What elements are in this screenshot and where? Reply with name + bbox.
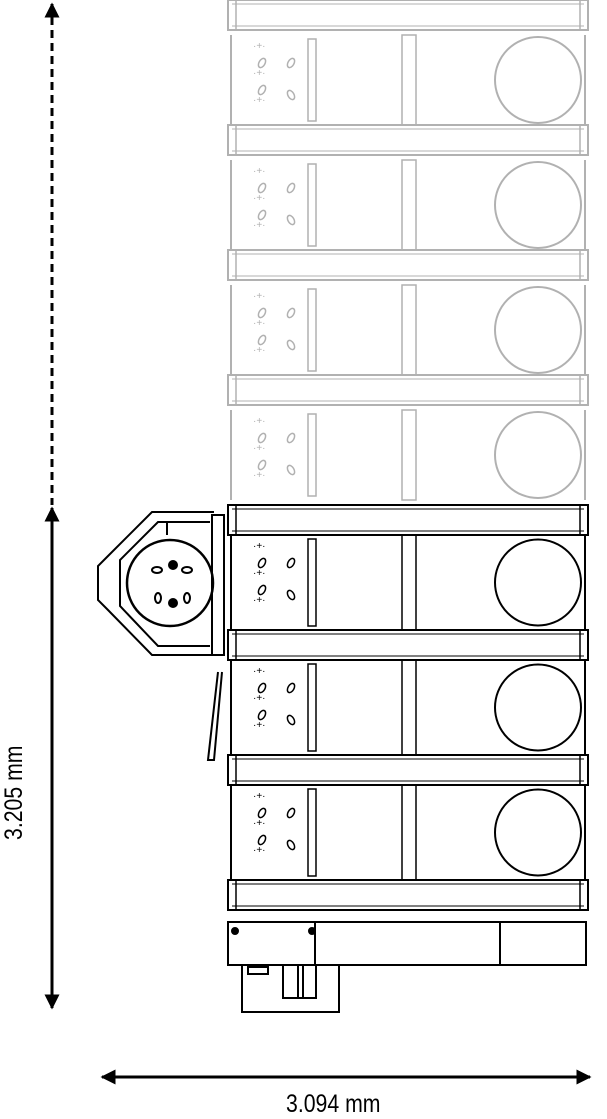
mount-slot [286, 464, 296, 476]
optional-extension-tiers: ·+· ·+· ·+· ·+· ·+· ·+· ·+· ·+· ·+· ·+· ·+· ·+· [227, 0, 589, 501]
mount-slot [286, 432, 296, 444]
mount-slot [257, 209, 267, 221]
mount-marker: ·+· [253, 443, 266, 454]
bin-circle [494, 538, 582, 627]
mount-marker: ·+· [253, 568, 266, 579]
drive-head-unit [97, 511, 225, 761]
bin-circle [494, 663, 582, 752]
mount-slot [286, 557, 296, 569]
bin-circle [494, 36, 582, 124]
mount-slot [286, 714, 296, 726]
support-post [307, 663, 317, 752]
bin-circle [494, 411, 582, 499]
mount-marker: ·+· [253, 166, 266, 177]
mount-slot [257, 834, 267, 846]
mount-marker: ·+· [253, 693, 266, 704]
support-post [307, 163, 317, 247]
mount-slot [286, 57, 296, 69]
center-rail [401, 284, 417, 376]
mount-slot [286, 807, 296, 819]
mount-slot [286, 307, 296, 319]
mount-slot [286, 682, 296, 694]
mount-marker: ·+· [253, 345, 266, 356]
mount-slot [257, 709, 267, 721]
mount-marker: ·+· [253, 845, 266, 856]
mount-slot [286, 89, 296, 101]
mount-slot [257, 432, 267, 444]
support-post [307, 288, 317, 372]
mount-marker: ·+· [253, 41, 266, 52]
support-post [307, 38, 317, 122]
center-rail [401, 534, 417, 631]
cross-beam [227, 0, 589, 31]
bin-circle [494, 286, 582, 374]
mount-slot [257, 584, 267, 596]
cross-beam [227, 249, 589, 281]
center-rail [401, 159, 417, 251]
mount-marker: ·+· [253, 541, 266, 552]
mount-slot [257, 557, 267, 569]
mount-marker: ·+· [253, 68, 266, 79]
mount-slot [257, 682, 267, 694]
mount-marker: ·+· [253, 470, 266, 481]
installed-tiers: ·+· ·+· ·+· ·+· ·+· ·+· ·+· ·+· ·+· [227, 504, 589, 911]
mount-marker: ·+· [253, 318, 266, 329]
support-post [307, 788, 317, 877]
support-post [307, 413, 317, 497]
cross-beam [227, 374, 589, 406]
mount-marker: ·+· [253, 193, 266, 204]
mount-marker: ·+· [253, 720, 266, 731]
mount-marker: ·+· [253, 95, 266, 106]
center-rail [401, 659, 417, 756]
support-post [307, 538, 317, 627]
base-unit [227, 921, 587, 1013]
center-rail [401, 784, 417, 881]
mount-slot [257, 307, 267, 319]
cross-beam [227, 879, 589, 911]
mount-slot [257, 57, 267, 69]
mount-slot [257, 84, 267, 96]
mount-slot [286, 839, 296, 851]
mount-slot [286, 339, 296, 351]
mount-marker: ·+· [253, 666, 266, 677]
height-dimension-label: 3.205 mm [0, 745, 28, 840]
mount-slot [257, 182, 267, 194]
mount-slot [286, 214, 296, 226]
mount-marker: ·+· [253, 818, 266, 829]
mount-slot [286, 589, 296, 601]
mount-slot [286, 182, 296, 194]
center-rail [401, 409, 417, 501]
mount-marker: ·+· [253, 220, 266, 231]
mount-marker: ·+· [253, 791, 266, 802]
width-dimension-label: 3.094 mm [286, 1090, 381, 1118]
mount-marker: ·+· [253, 416, 266, 427]
center-rail [401, 34, 417, 126]
cross-beam [227, 124, 589, 156]
bin-circle [494, 788, 582, 877]
mount-marker: ·+· [253, 595, 266, 606]
bin-circle [494, 161, 582, 249]
mount-slot [257, 807, 267, 819]
mount-slot [257, 334, 267, 346]
mount-slot [257, 459, 267, 471]
mount-marker: ·+· [253, 291, 266, 302]
